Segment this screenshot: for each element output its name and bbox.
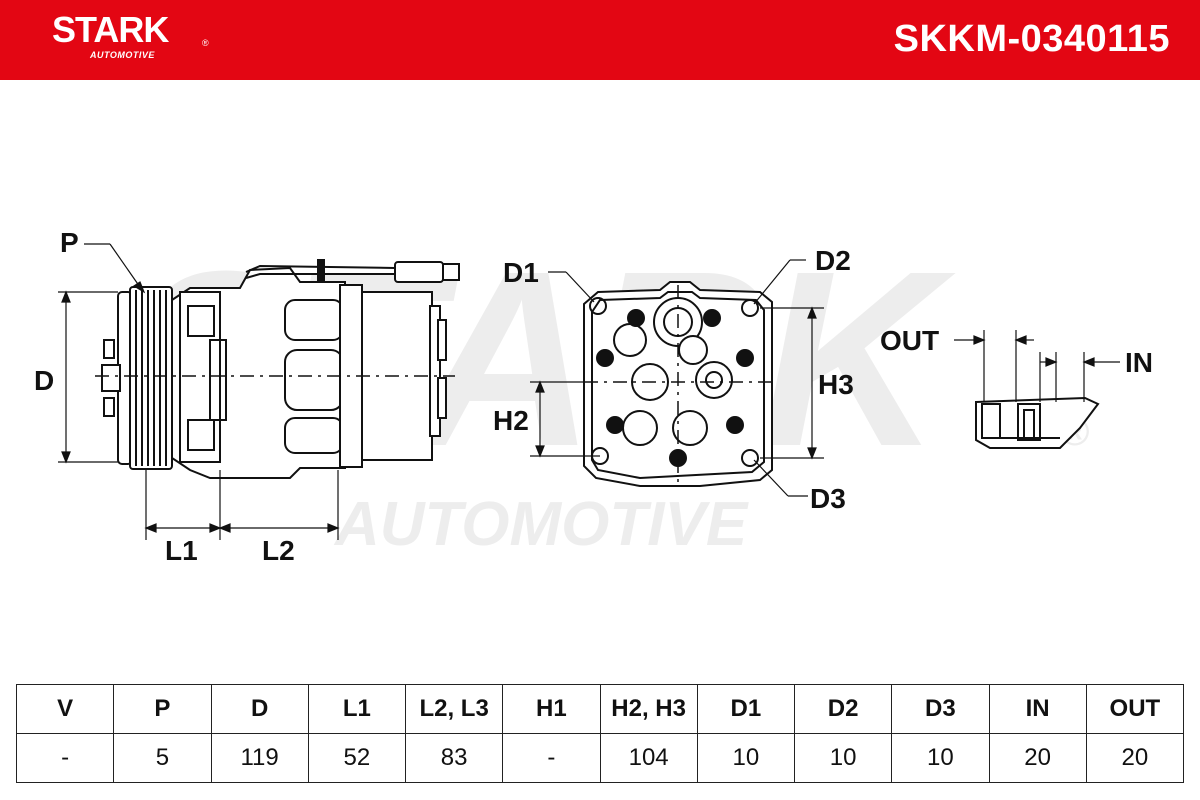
header-cell: D	[210, 684, 309, 734]
label-D3: D3	[810, 483, 846, 514]
header-cell: H2, H3	[599, 684, 698, 734]
header-bar: STARK ® AUTOMOTIVE SKKM-0340115	[0, 0, 1200, 80]
part-number: SKKM-0340115	[893, 18, 1170, 60]
label-D1: D1	[503, 257, 539, 288]
value-cell: 20	[1085, 733, 1185, 783]
header-cell: D2	[793, 684, 893, 734]
compressor-side-view	[95, 259, 460, 479]
header-cell: V	[15, 684, 115, 734]
label-L2: L2	[262, 535, 295, 566]
label-D2: D2	[815, 245, 851, 276]
specs-table: V P D L1 L2, L3 H1 H2, H3 D1 D2 D3 IN OU…	[15, 684, 1185, 783]
value-cell: -	[502, 733, 601, 783]
logo-subtitle: AUTOMOTIVE	[90, 50, 155, 60]
header-cell: L1	[307, 684, 407, 734]
header-cell: IN	[988, 684, 1087, 734]
specs-header-row: V P D L1 L2, L3 H1 H2, H3 D1 D2 D3 IN OU…	[15, 684, 1185, 734]
value-cell: 104	[599, 733, 698, 783]
side-dimensions	[58, 243, 340, 540]
label-L1: L1	[165, 535, 198, 566]
header-cell: L2, L3	[404, 684, 504, 734]
header-cell: D3	[891, 684, 990, 734]
label-D: D	[34, 365, 54, 396]
logo-brand: STARK	[52, 9, 169, 50]
stark-logo: STARK ® AUTOMOTIVE	[52, 9, 209, 61]
value-cell: 83	[404, 733, 504, 783]
label-OUT: OUT	[880, 325, 939, 356]
value-cell: 10	[793, 733, 893, 783]
port-detail	[975, 396, 1100, 449]
label-H3: H3	[818, 369, 854, 400]
logo-registered: ®	[202, 38, 209, 48]
value-cell: 119	[210, 733, 309, 783]
label-H2: H2	[493, 405, 529, 436]
value-cell: 52	[307, 733, 407, 783]
value-cell: 10	[696, 733, 796, 783]
port-dimensions	[954, 330, 1120, 402]
header-cell: P	[113, 684, 212, 734]
compressor-rear-view	[583, 281, 775, 487]
specs-value-row: - 5 119 52 83 - 104 10 10 10 20 20	[15, 733, 1185, 783]
label-IN: IN	[1125, 347, 1153, 378]
compressor-diagram: STARK AUTOMOTIVE ®	[34, 219, 1153, 566]
value-cell: 10	[891, 733, 990, 783]
label-P: P	[60, 227, 79, 258]
header-cell: D1	[696, 684, 796, 734]
value-cell: 20	[988, 733, 1087, 783]
watermark-subtitle: AUTOMOTIVE	[333, 490, 749, 559]
value-cell: 5	[113, 733, 212, 783]
header-cell: H1	[502, 684, 601, 734]
header-cell: OUT	[1085, 684, 1185, 734]
rear-dimensions	[530, 259, 824, 497]
value-cell: -	[15, 733, 115, 783]
